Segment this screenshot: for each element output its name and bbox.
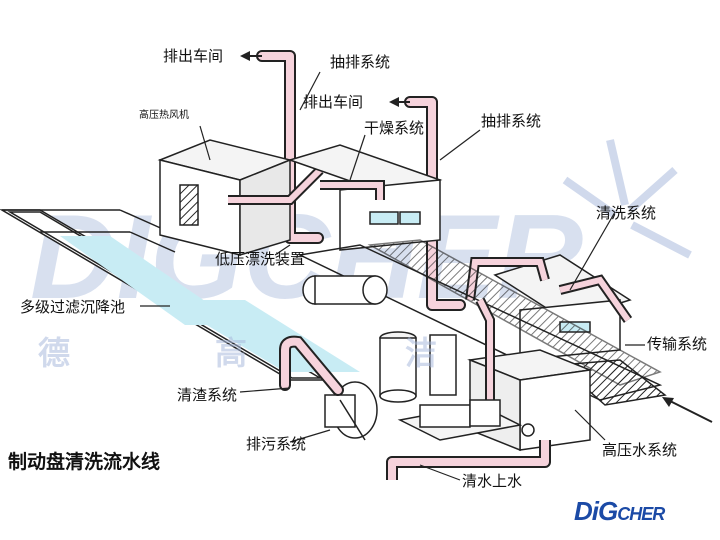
- watermark-char-3: 洁: [405, 334, 438, 372]
- slag-pipe: [279, 335, 344, 396]
- leader-lines: [140, 71, 645, 481]
- water-valve-icon: [521, 423, 535, 437]
- label-hot-air-blower: 高压热风机: [139, 110, 189, 121]
- label-drying-system: 干燥系统: [364, 119, 425, 137]
- hot-air-blower-unit: [157, 139, 324, 257]
- label-exhaust-out-1: 排出车间: [163, 47, 224, 65]
- label-high-pressure-water: 高压水系统: [602, 441, 678, 459]
- label-low-pressure-rinse: 低压漂洗装置: [215, 250, 306, 268]
- label-clean-water-supply: 清水上水: [462, 472, 523, 490]
- motor-pump: [397, 399, 523, 441]
- label-exhaust-system-1: 抽排系统: [330, 53, 391, 71]
- label-exhaust-out-2: 排出车间: [303, 93, 364, 111]
- exhaust-arrowhead-2: [389, 97, 399, 107]
- clean-water-pipe: [386, 440, 551, 480]
- exhaust-arrowhead-1: [240, 51, 250, 61]
- conveyor-input-arrow: [667, 399, 713, 423]
- exhaust-pipe-1: [256, 50, 324, 244]
- sewage-motor: [324, 381, 378, 441]
- label-slag-removal: 清渣系统: [177, 386, 238, 404]
- pump-tank: [379, 331, 457, 403]
- conveyor-input-arrowhead: [662, 397, 674, 407]
- drying-cabinet: [287, 144, 443, 251]
- label-washing-system: 清洗系统: [596, 204, 657, 222]
- conveyor-line: [297, 239, 667, 406]
- label-sewage-system: 排污系统: [246, 435, 307, 453]
- watermark-char-1: 德: [38, 334, 71, 372]
- brand-logo-main: DiG: [574, 496, 618, 526]
- label-conveyor-system: 传输系统: [647, 335, 708, 353]
- brand-logo: DiGCHER: [574, 496, 665, 527]
- watermark-char-2: 高: [215, 334, 248, 372]
- watermark-star-icon: [562, 139, 692, 259]
- brand-logo-suffix: CHER: [617, 504, 665, 524]
- label-filter-tank: 多级过滤沉降池: [20, 298, 126, 316]
- diagram-title: 制动盘清洗流水线: [8, 451, 161, 473]
- label-exhaust-system-2: 抽排系统: [481, 112, 542, 130]
